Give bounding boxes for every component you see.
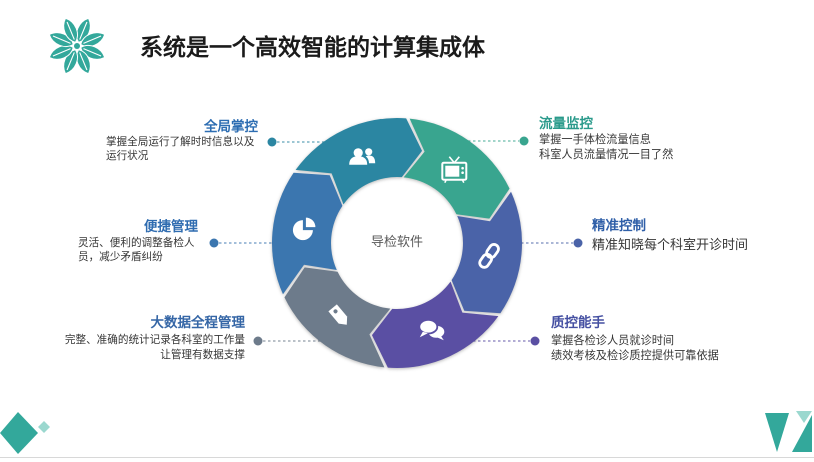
feature-title: 大数据全程管理 (150, 315, 246, 331)
footer-rule (0, 457, 814, 458)
connector-dot-easy-management (209, 238, 219, 248)
connector-dot-global-control (267, 137, 277, 147)
feature-big-data-management: 大数据全程管理 完整、准确的统计记录各科室的工作量 让管理有数据支撑 (60, 315, 245, 363)
corner-decoration-bottom-right (765, 411, 812, 452)
feature-title: 质控能手 (551, 315, 605, 331)
users-icon (349, 148, 376, 165)
feature-description-line: 科室人员流量情况一目了然 (539, 148, 674, 161)
feature-description-line: 绩效考核及检诊质控提供可靠依据 (551, 349, 719, 362)
corner-decoration-bottom-left (0, 412, 50, 454)
logo-leaf-vein (52, 35, 71, 44)
feature-global-control: 全局掌控 掌握全局运行了解时时信息以及 运行状况 (106, 119, 258, 163)
connector-dot-quality-control (530, 336, 540, 346)
feature-description-line: 掌握一手体检流量信息 (539, 133, 651, 146)
connector-dot-big-data (253, 336, 263, 346)
logo-leaf-vein (83, 35, 102, 44)
feature-description-line: 运行状况 (106, 150, 149, 162)
decor-diamond-small (38, 421, 50, 433)
link-icon (478, 243, 500, 269)
feature-quality-control: 质控能手 掌握各检诊人员就诊时间 绩效考核及检诊质控提供可靠依据 (551, 315, 719, 364)
logo-leaf-vein (83, 48, 102, 57)
tv-icon (441, 156, 468, 184)
chat-icon (418, 319, 445, 341)
cycle-icons (292, 148, 500, 341)
cycle-center-label: 导检软件 (370, 235, 423, 250)
feature-description-line: 完整、准确的统计记录各科室的工作量 (64, 334, 245, 346)
slide-title: 系统是一个高效智能的计算集成体 (140, 35, 485, 61)
connector-lines (219, 140, 573, 342)
feature-description-line: 灵活、便利的调整备检人 (78, 237, 195, 249)
feature-description-line: 精准知晓每个科室开诊时间 (592, 238, 749, 253)
feature-title: 便捷管理 (144, 219, 198, 235)
feature-description-line: 让管理有数据支撑 (160, 349, 245, 361)
logo-leaf-vein (52, 48, 71, 57)
logo-leaves (48, 17, 106, 75)
decor-diamond-large (0, 412, 38, 454)
tag-icon (328, 304, 348, 325)
decor-triangle-small (796, 411, 812, 423)
logo-leaf-vein (66, 21, 75, 40)
feature-precise-control: 精准控制 精准知晓每个科室开诊时间 (592, 218, 748, 255)
connector-dot-precise-control (573, 238, 583, 248)
feature-easy-management: 便捷管理 灵活、便利的调整备检人 员，减少矛盾纠纷 (78, 219, 198, 264)
feature-title: 全局掌控 (204, 119, 258, 135)
pie-chart-icon (292, 217, 316, 241)
feature-description-line: 员，减少矛盾纠纷 (78, 251, 163, 263)
logo-leaf-vein (79, 52, 88, 71)
connector-dots (209, 136, 583, 346)
logo-center (74, 43, 80, 49)
feature-description-line: 掌握全局运行了解时时信息以及 (106, 136, 255, 148)
logo-leaf-vein (79, 21, 88, 40)
feature-title: 流量监控 (539, 116, 593, 132)
feature-flow-monitor: 流量监控 掌握一手体检流量信息 科室人员流量情况一目了然 (539, 116, 673, 162)
connector-dot-flow-monitor (519, 136, 529, 146)
feature-title: 精准控制 (592, 218, 646, 234)
decor-triangle-large (792, 415, 812, 452)
decor-triangle-down (765, 413, 789, 452)
feature-description-line: 掌握各检诊人员就诊时间 (551, 333, 675, 347)
logo-leaf-vein (66, 52, 75, 71)
leaf-mandala-icon (48, 17, 106, 75)
